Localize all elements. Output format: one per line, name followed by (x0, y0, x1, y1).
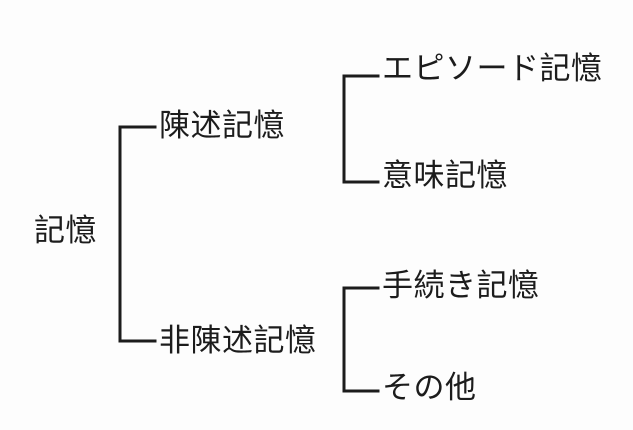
node-other-memory: その他 (382, 370, 477, 406)
nondeclarative-to-children-bracket (342, 286, 380, 393)
root-to-level1-bracket (118, 125, 157, 343)
declarative-to-children-bracket (342, 74, 380, 184)
node-root-memory: 記憶 (34, 213, 97, 249)
node-declarative-memory: 陳述記憶 (159, 108, 285, 144)
node-procedural-memory: 手続き記憶 (382, 268, 540, 304)
node-nondeclarative-memory: 非陳述記憶 (159, 323, 317, 359)
node-episodic-memory: エピソード記憶 (382, 51, 603, 87)
node-semantic-memory: 意味記憶 (382, 158, 508, 194)
